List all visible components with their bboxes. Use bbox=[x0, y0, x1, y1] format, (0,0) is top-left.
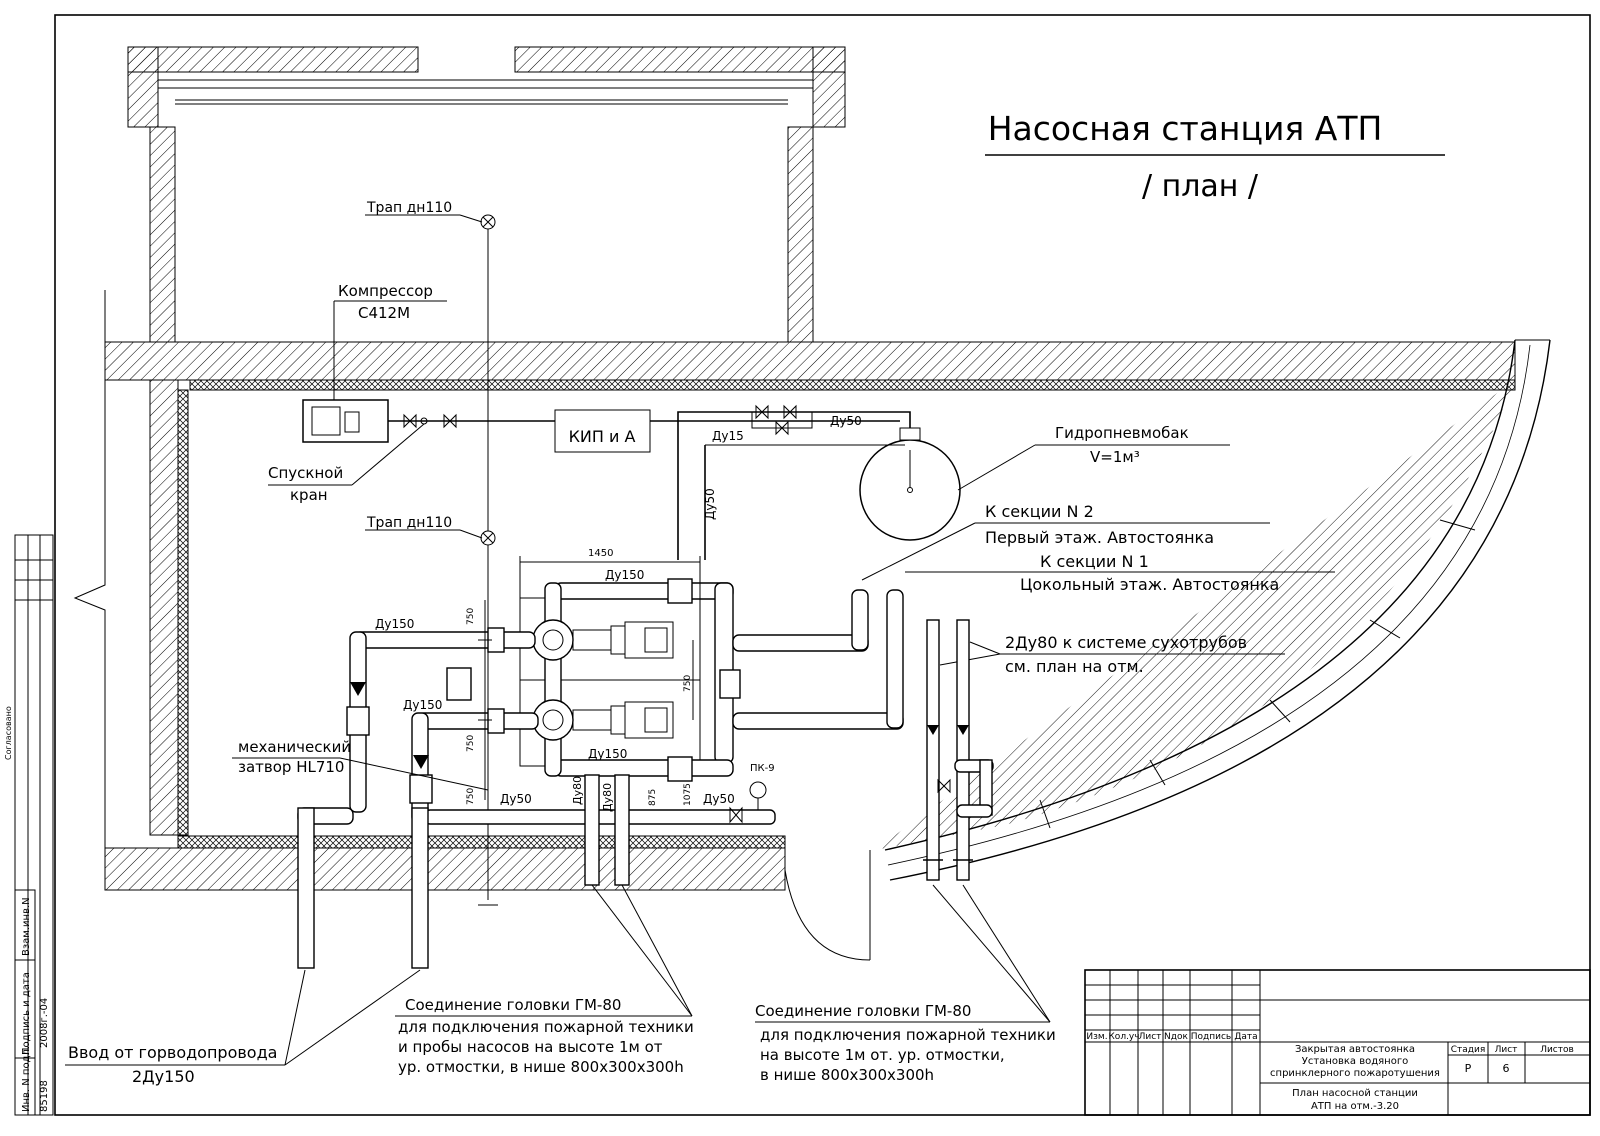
du50-low2: Ду50 bbox=[703, 792, 735, 806]
stamp-project-1: Закрытая автостоянка bbox=[1295, 1044, 1415, 1055]
stamp-h-date: Дата bbox=[1234, 1032, 1257, 1042]
date-value: 2008г.-04 bbox=[39, 998, 50, 1048]
drain-label-1: Спускной bbox=[268, 464, 343, 482]
mech-label-1: механический bbox=[238, 738, 351, 756]
sec1-label-2: Цокольный этаж. Автостоянка bbox=[1020, 575, 1279, 594]
stamp-h-sign: Подпись bbox=[1191, 1032, 1231, 1042]
gm-b-title: Соединение головки ГМ-80 bbox=[755, 1002, 971, 1020]
upper-room-walls bbox=[127, 46, 846, 343]
floor-drains: Трап дн110 Трап дн110 bbox=[365, 200, 498, 906]
sec1-label-1: К секции N 1 bbox=[1040, 552, 1149, 571]
agreed-label: Согласовано bbox=[4, 706, 13, 760]
title-line-1: Насосная станция АТП bbox=[988, 109, 1383, 148]
stamp-sheets-h: Листов bbox=[1540, 1045, 1574, 1055]
gm-b-line2: на высоте 1м от. ур. отмостки, bbox=[760, 1046, 1005, 1064]
tank-label-1: Гидропневмобак bbox=[1055, 424, 1189, 442]
kip-box: КИП и А bbox=[500, 409, 900, 453]
du15-label: Ду15 bbox=[712, 429, 744, 443]
pipe-labels: 1450 Ду150 Ду150 Ду150 Ду150 Ду50 Ду50 Д… bbox=[375, 548, 775, 812]
left-binding-strip: Согласовано Инв. N подл. Подпись и дата … bbox=[4, 534, 54, 1116]
du50-top-label: Ду50 bbox=[830, 414, 862, 428]
gm-b-line1: для подключения пожарной техники bbox=[760, 1026, 1056, 1044]
stamp-stage: Р bbox=[1465, 1062, 1472, 1075]
du150-top: Ду150 bbox=[605, 568, 644, 582]
compressor-label-1: Компрессор bbox=[338, 282, 433, 300]
pump-2 bbox=[532, 699, 674, 741]
pk-label: ПК-9 bbox=[750, 763, 775, 774]
stamp-h-kol: Кол.уч bbox=[1108, 1032, 1139, 1042]
stamp-h-list: Лист bbox=[1139, 1032, 1162, 1042]
du150-left: Ду150 bbox=[375, 617, 414, 631]
stamp-sheet: 6 bbox=[1503, 1062, 1510, 1075]
gm-a-line2: и пробы насосов на высоте 1м от bbox=[398, 1038, 663, 1056]
gm-a-line1: для подключения пожарной техники bbox=[398, 1018, 694, 1036]
du80-b: Ду80 bbox=[601, 783, 614, 812]
mech-label-2: затвор HL710 bbox=[238, 758, 344, 776]
sign-label: Подпись и дата bbox=[21, 972, 32, 1055]
trap-label-1: Трап дн110 bbox=[366, 200, 452, 216]
inv-value: 85198 bbox=[39, 1080, 50, 1112]
mechanical-gate-label: механический затвор HL710 bbox=[232, 738, 489, 791]
section-labels: К секции N 2 Первый этаж. Автостоянка К … bbox=[861, 502, 1335, 676]
du150-bottom: Ду150 bbox=[588, 747, 627, 761]
dry-label-2: см. план на отм. bbox=[1005, 657, 1144, 676]
du50-low: Ду50 bbox=[500, 792, 532, 806]
drain-label-2: кран bbox=[290, 486, 328, 504]
stamp-stage-h: Стадия bbox=[1451, 1045, 1486, 1055]
title-block: Изм. Кол.уч Лист Nдок Подпись Дата Закры… bbox=[1084, 969, 1591, 1116]
sheet-frame bbox=[54, 14, 1591, 1116]
dim-750d: 750 bbox=[683, 675, 693, 692]
pump-assembly bbox=[297, 556, 994, 969]
kip-label: КИП и А bbox=[569, 427, 636, 446]
du150-left2: Ду150 bbox=[403, 698, 442, 712]
hydropneumatic-tank: Гидропневмобак V=1м³ Ду15 Ду50 Ду50 bbox=[677, 404, 1230, 560]
du50-vert-label: Ду50 bbox=[703, 488, 717, 520]
gm-b-line3: в нише 800х300х300h bbox=[760, 1066, 934, 1084]
vzam-label: Взам.инв.N bbox=[21, 897, 32, 956]
gm-a-title: Соединение головки ГМ-80 bbox=[405, 996, 621, 1014]
pump-1 bbox=[532, 619, 674, 661]
stamp-sheet-h: Лист bbox=[1495, 1045, 1518, 1055]
dim-750a: 750 bbox=[466, 608, 476, 625]
dim-875: 875 bbox=[648, 789, 658, 806]
main-room-walls bbox=[73, 290, 1551, 961]
inlet-label: Ввод от горводопровода 2Ду150 bbox=[65, 969, 421, 1086]
stamp-h-izm: Изм. bbox=[1086, 1032, 1107, 1042]
dry-label-1: 2Ду80 к системе сухотрубов bbox=[1005, 633, 1247, 652]
stamp-h-ndok: Nдок bbox=[1164, 1032, 1188, 1042]
sec2-label-1: К секции N 2 bbox=[985, 502, 1094, 521]
dim-1075: 1075 bbox=[683, 783, 693, 806]
du80-a: Ду80 bbox=[571, 776, 584, 805]
dim-1450: 1450 bbox=[588, 548, 613, 559]
inlet-label-2: 2Ду150 bbox=[132, 1067, 195, 1086]
stamp-drawing-1: План насосной станции bbox=[1292, 1088, 1418, 1099]
gm-a-line3: ур. отмостки, в нише 800х300х300h bbox=[398, 1058, 684, 1076]
stamp-drawing-2: АТП на отм.-3.20 bbox=[1311, 1101, 1399, 1112]
dim-750c: 750 bbox=[466, 788, 476, 805]
sec2-label-2: Первый этаж. Автостоянка bbox=[985, 528, 1214, 547]
drawing-title: Насосная станция АТП / план / bbox=[985, 109, 1445, 204]
stamp-project-3: спринклерного пожаротушения bbox=[1270, 1068, 1440, 1079]
compressor: Компрессор С412М Спускной кран bbox=[268, 282, 500, 504]
inv-label: Инв. N подл. bbox=[21, 1046, 32, 1112]
title-line-2: / план / bbox=[1142, 169, 1259, 204]
gm80-note-a: Соединение головки ГМ-80 для подключения… bbox=[395, 884, 694, 1076]
dim-750b: 750 bbox=[466, 735, 476, 752]
stamp-project-2: Установка водяного bbox=[1302, 1056, 1408, 1067]
tank-label-2: V=1м³ bbox=[1090, 448, 1140, 466]
compressor-label-2: С412М bbox=[358, 304, 410, 322]
inlet-label-1: Ввод от горводопровода bbox=[68, 1043, 277, 1062]
trap-label-2: Трап дн110 bbox=[366, 515, 452, 531]
gm80-note-b: Соединение головки ГМ-80 для подключения… bbox=[755, 884, 1056, 1084]
